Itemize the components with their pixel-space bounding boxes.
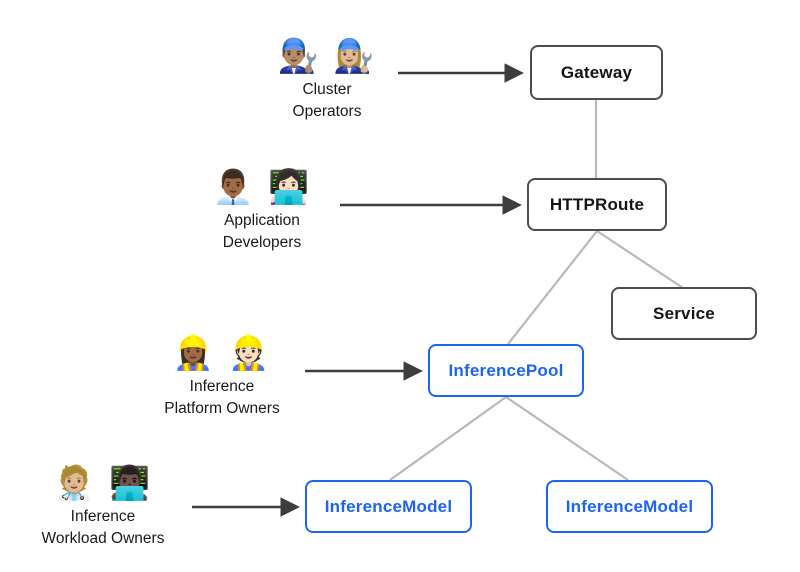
persona-cluster-operators: 👨🏽‍🔧 👩🏼‍🔧 Cluster Operators bbox=[247, 36, 407, 123]
construction-workers-emoji-icon: 👷🏾‍♀️ 👷🏻 bbox=[172, 333, 272, 372]
node-httproute: HTTPRoute bbox=[527, 178, 667, 231]
mechanics-emoji-icon: 👨🏽‍🔧 👩🏼‍🔧 bbox=[277, 36, 377, 75]
developers-emoji-icon: 👨🏾‍💼 👩🏻‍💻 bbox=[212, 167, 312, 206]
node-inferencemodel-left: InferenceModel bbox=[305, 480, 472, 533]
persona-inference-workload-owners: 🧑🏼‍⚕️ 👨🏿‍💻 Inference Workload Owners bbox=[3, 463, 203, 550]
node-inferencepool: InferencePool bbox=[428, 344, 584, 397]
persona-inference-platform-owners: 👷🏾‍♀️ 👷🏻 Inference Platform Owners bbox=[122, 333, 322, 420]
node-service: Service bbox=[611, 287, 757, 340]
edge-inferencepool-inferencemodel-left bbox=[389, 396, 507, 481]
node-inferencemodel-right: InferenceModel bbox=[546, 480, 713, 533]
persona-label: Application Developers bbox=[222, 212, 302, 251]
edge-httproute-service bbox=[596, 230, 684, 289]
persona-label: Cluster Operators bbox=[292, 81, 362, 120]
node-gateway: Gateway bbox=[530, 45, 663, 100]
persona-application-developers: 👨🏾‍💼 👩🏻‍💻 Application Developers bbox=[177, 167, 347, 254]
persona-label: Inference Platform Owners bbox=[164, 378, 280, 417]
persona-label: Inference Workload Owners bbox=[41, 508, 165, 547]
workload-owners-emoji-icon: 🧑🏼‍⚕️ 👨🏿‍💻 bbox=[53, 463, 153, 502]
edge-httproute-inferencepool bbox=[507, 230, 598, 345]
edge-inferencepool-inferencemodel-right bbox=[505, 396, 629, 481]
